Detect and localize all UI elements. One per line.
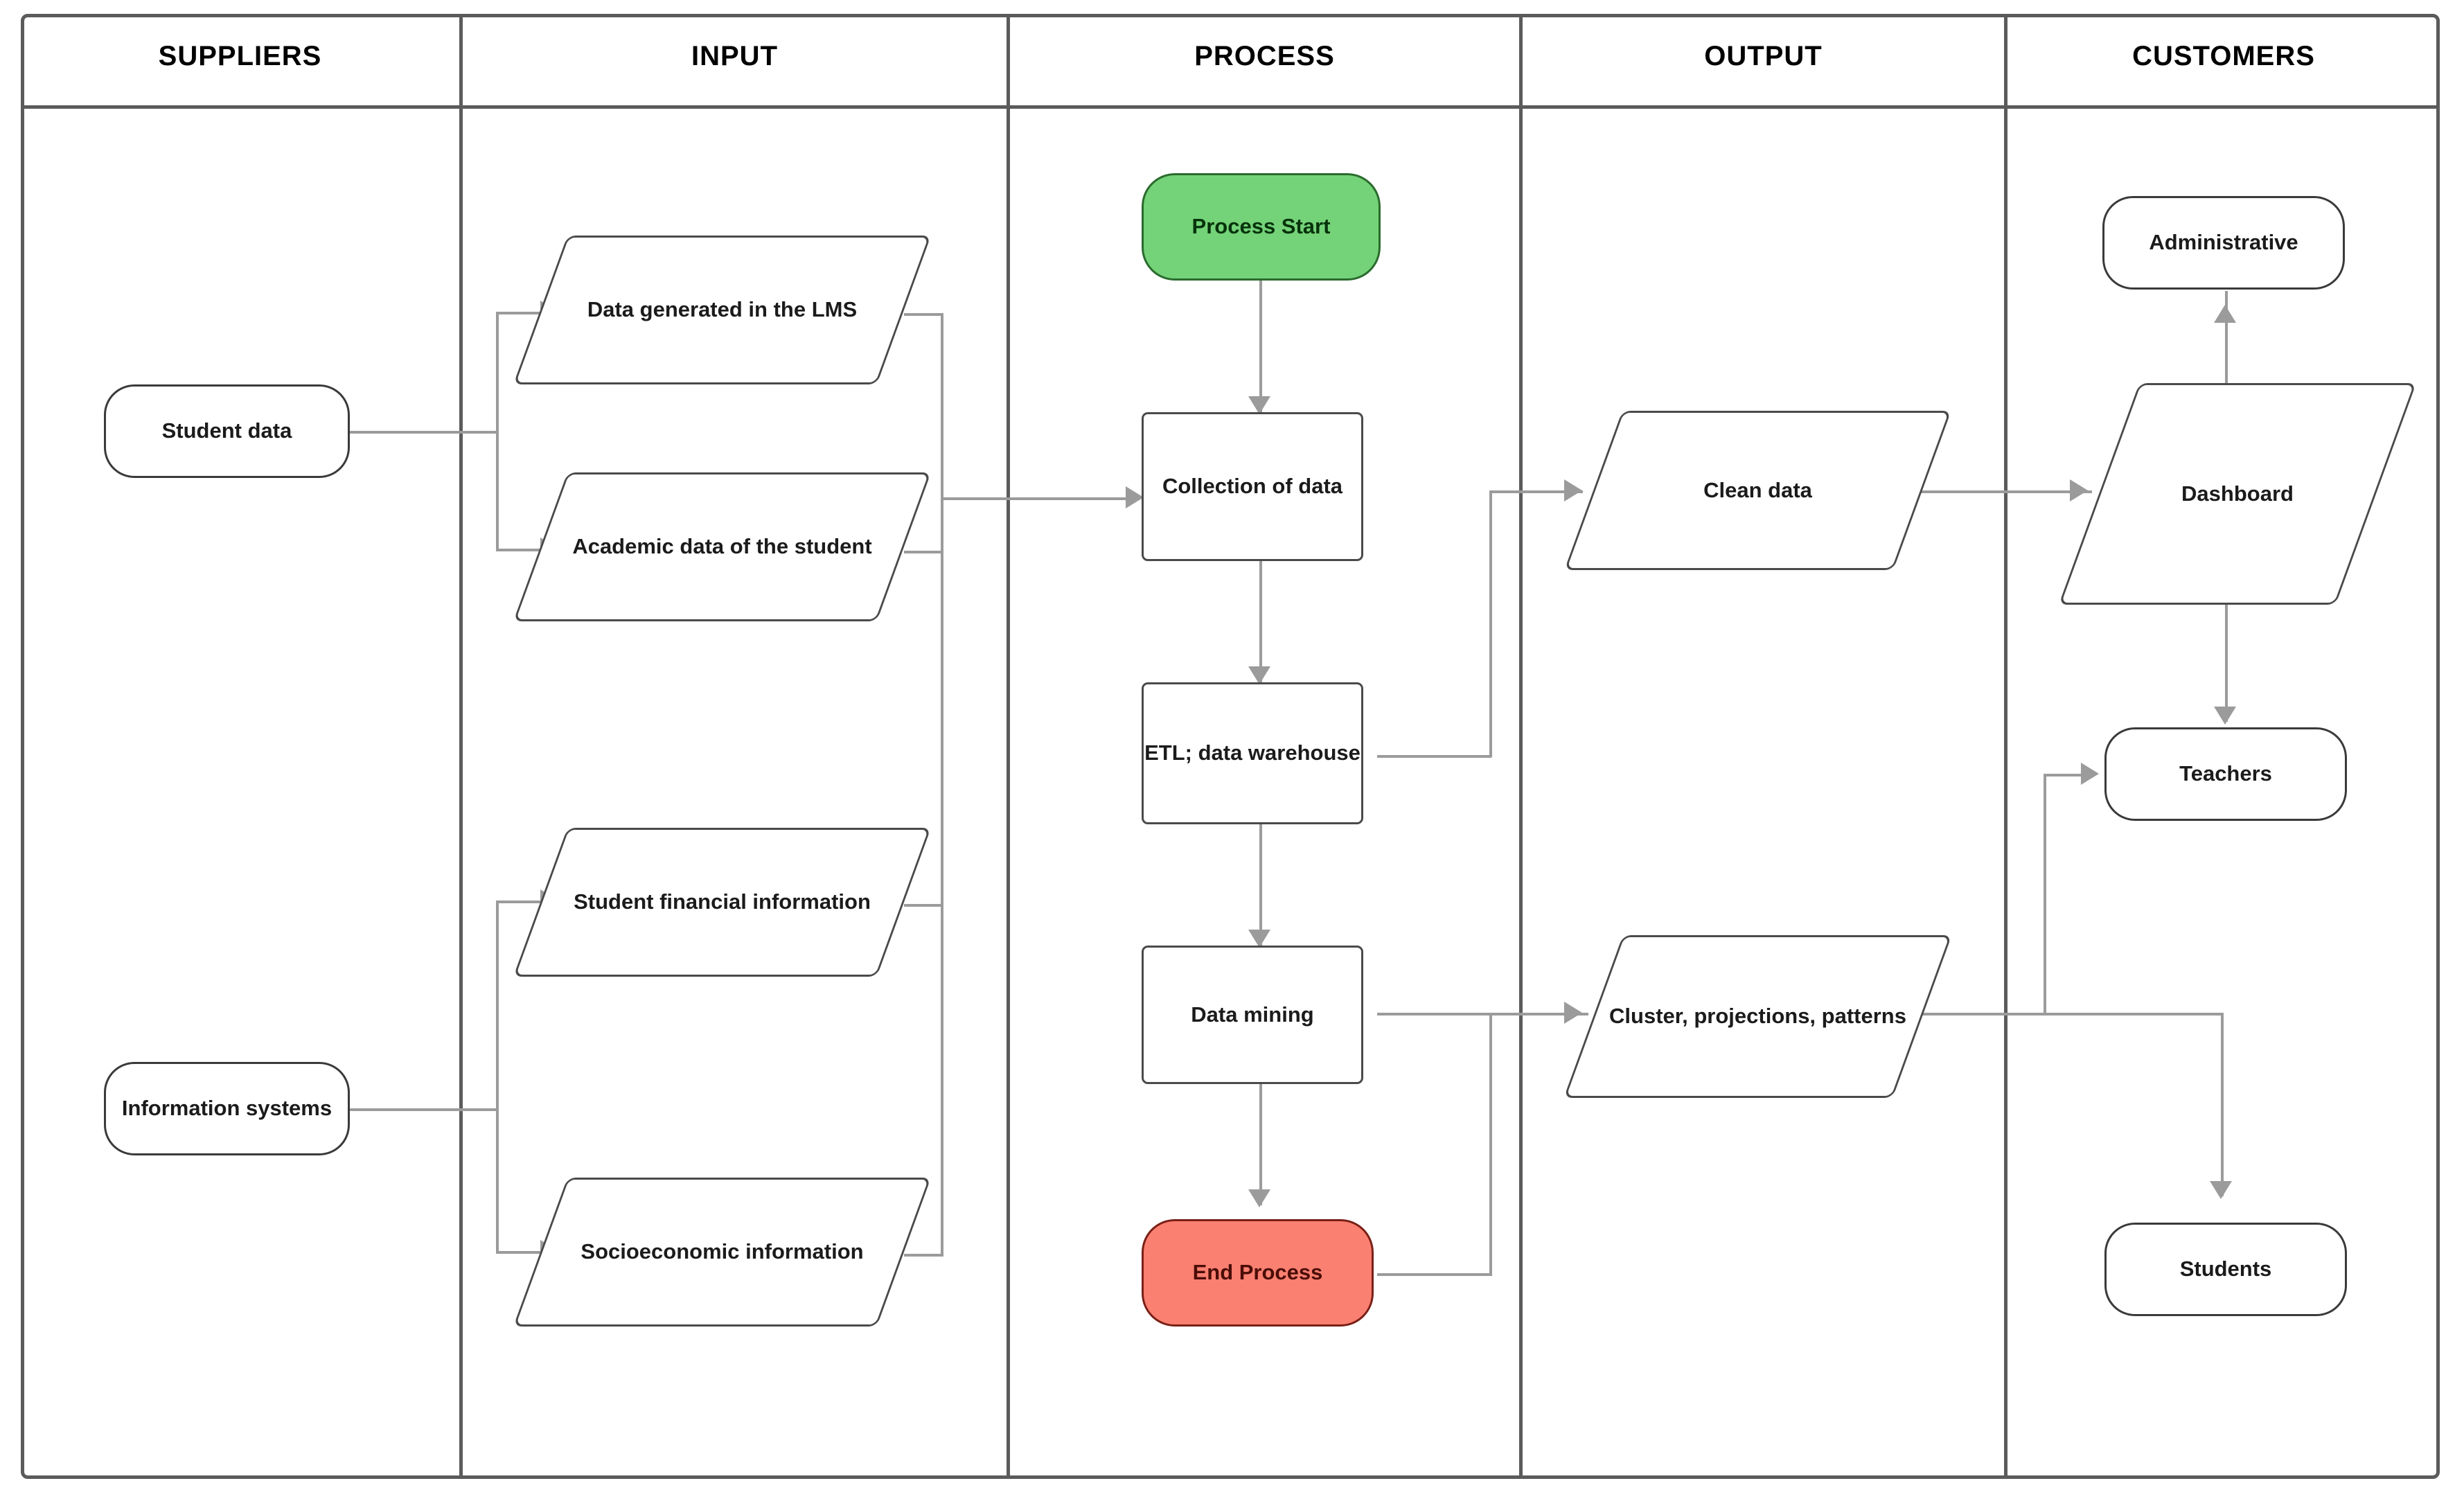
node-label: Process Start bbox=[1191, 214, 1331, 239]
node-teachers[interactable]: Teachers bbox=[2104, 727, 2347, 821]
arrowhead-start-to-collection bbox=[1248, 396, 1270, 414]
node-label: Student data bbox=[161, 418, 292, 443]
edge-etl-to-clean bbox=[1489, 490, 1583, 493]
node-financial-info[interactable]: Student financial information bbox=[513, 828, 932, 977]
node-label: Academic data of the student bbox=[572, 534, 872, 559]
arrowhead-to-dashboard bbox=[2070, 479, 2088, 502]
edge-clusters-rail bbox=[1912, 1013, 2224, 1015]
edge-clusters-students-drop bbox=[2221, 1013, 2224, 1196]
arrowhead-to-students bbox=[2210, 1181, 2232, 1199]
arrowhead-mining-to-end bbox=[1248, 1189, 1270, 1207]
edge-student-data-trunk bbox=[350, 431, 499, 434]
node-data-mining[interactable]: Data mining bbox=[1142, 946, 1363, 1084]
node-socioeconomic-info[interactable]: Socioeconomic information bbox=[513, 1178, 932, 1327]
node-label: Students bbox=[2179, 1257, 2272, 1281]
arrowhead-to-collection bbox=[1126, 486, 1144, 508]
column-header-input: INPUT bbox=[691, 41, 778, 71]
arrowhead-to-administrative bbox=[2214, 305, 2236, 323]
edge-etl-to-mining bbox=[1259, 824, 1262, 946]
edge-infosys-trunk bbox=[350, 1108, 499, 1111]
edge-end-to-clusters bbox=[1489, 1013, 1583, 1015]
node-label: ETL; data warehouse bbox=[1144, 740, 1360, 765]
column-divider-4 bbox=[2004, 14, 2007, 1479]
node-lms-data[interactable]: Data generated in the LMS bbox=[513, 236, 932, 384]
node-students[interactable]: Students bbox=[2104, 1223, 2347, 1316]
arrowhead-clusters-to-teachers bbox=[2081, 763, 2099, 785]
edge-clean-to-dashboard bbox=[1919, 490, 2092, 493]
node-process-start[interactable]: Process Start bbox=[1142, 173, 1381, 281]
edge-clusters-teachers-riser bbox=[2044, 774, 2046, 1015]
node-clusters-projections-patterns[interactable]: Cluster, projections, patterns bbox=[1563, 935, 1952, 1098]
edge-mining-to-clusters bbox=[1377, 1013, 1588, 1015]
column-header-customers: CUSTOMERS bbox=[2132, 41, 2315, 71]
edge-mining-to-end bbox=[1259, 1084, 1262, 1205]
arrowhead-collection-to-etl bbox=[1248, 666, 1270, 684]
column-divider-1 bbox=[459, 14, 463, 1479]
column-header-output: OUTPUT bbox=[1704, 41, 1823, 71]
node-label: Information systems bbox=[121, 1096, 333, 1121]
node-label: Data mining bbox=[1191, 1002, 1314, 1027]
arrowhead-dashboard-to-teachers bbox=[2214, 707, 2236, 725]
column-divider-2 bbox=[1007, 14, 1010, 1479]
edge-academic-out bbox=[904, 551, 943, 553]
node-label: Socioeconomic information bbox=[580, 1239, 864, 1264]
edge-input-collector-trunk bbox=[941, 313, 943, 1257]
node-end-process[interactable]: End Process bbox=[1142, 1219, 1374, 1327]
column-header-process: PROCESS bbox=[1194, 41, 1335, 71]
node-label: Collection of data bbox=[1162, 474, 1343, 499]
edge-lms-out bbox=[904, 313, 943, 316]
edge-dashboard-to-admin bbox=[2225, 291, 2228, 384]
node-student-data[interactable]: Student data bbox=[104, 384, 350, 478]
edge-student-data-to-academic bbox=[496, 549, 544, 551]
node-clean-data[interactable]: Clean data bbox=[1564, 411, 1951, 570]
node-label: Administrative bbox=[2149, 230, 2298, 255]
edge-start-to-collection bbox=[1259, 277, 1262, 412]
edge-collection-to-etl bbox=[1259, 561, 1262, 682]
edge-clusters-to-teachers bbox=[2044, 774, 2085, 777]
node-label: Data generated in the LMS bbox=[587, 297, 858, 322]
edge-financial-out bbox=[904, 904, 943, 907]
column-header-suppliers: SUPPLIERS bbox=[158, 41, 322, 71]
edge-etl-out bbox=[1377, 755, 1491, 758]
edge-dashboard-to-teachers bbox=[2225, 604, 2228, 722]
node-administrative[interactable]: Administrative bbox=[2102, 196, 2345, 290]
edge-inputs-to-collection bbox=[941, 497, 1131, 500]
node-label: Teachers bbox=[2179, 761, 2272, 786]
node-label: End Process bbox=[1192, 1260, 1323, 1285]
node-label: Student financial information bbox=[574, 889, 871, 914]
node-etl-data-warehouse[interactable]: ETL; data warehouse bbox=[1142, 682, 1363, 824]
edge-end-out bbox=[1377, 1273, 1491, 1276]
edge-student-data-to-lms bbox=[496, 312, 544, 314]
edge-socio-out bbox=[904, 1254, 943, 1257]
node-dashboard[interactable]: Dashboard bbox=[2058, 383, 2417, 605]
node-collection-of-data[interactable]: Collection of data bbox=[1142, 412, 1363, 561]
header-divider bbox=[21, 105, 2440, 109]
edge-student-data-riser bbox=[496, 312, 499, 550]
edge-infosys-to-socio bbox=[496, 1251, 544, 1254]
arrowhead-to-clean-data bbox=[1564, 479, 1582, 502]
edge-etl-riser bbox=[1489, 490, 1492, 757]
edge-end-riser bbox=[1489, 1013, 1492, 1276]
column-divider-3 bbox=[1519, 14, 1523, 1479]
arrowhead-etl-to-mining bbox=[1248, 930, 1270, 948]
node-academic-data[interactable]: Academic data of the student bbox=[513, 472, 932, 621]
arrowhead-to-clusters bbox=[1564, 1002, 1582, 1024]
node-label: Cluster, projections, patterns bbox=[1609, 1004, 1906, 1029]
edge-infosys-to-financial bbox=[496, 901, 544, 903]
node-label: Dashboard bbox=[2181, 481, 2294, 506]
edge-infosys-riser bbox=[496, 901, 499, 1254]
node-information-systems[interactable]: Information systems bbox=[104, 1062, 350, 1155]
node-label: Clean data bbox=[1703, 477, 1812, 502]
